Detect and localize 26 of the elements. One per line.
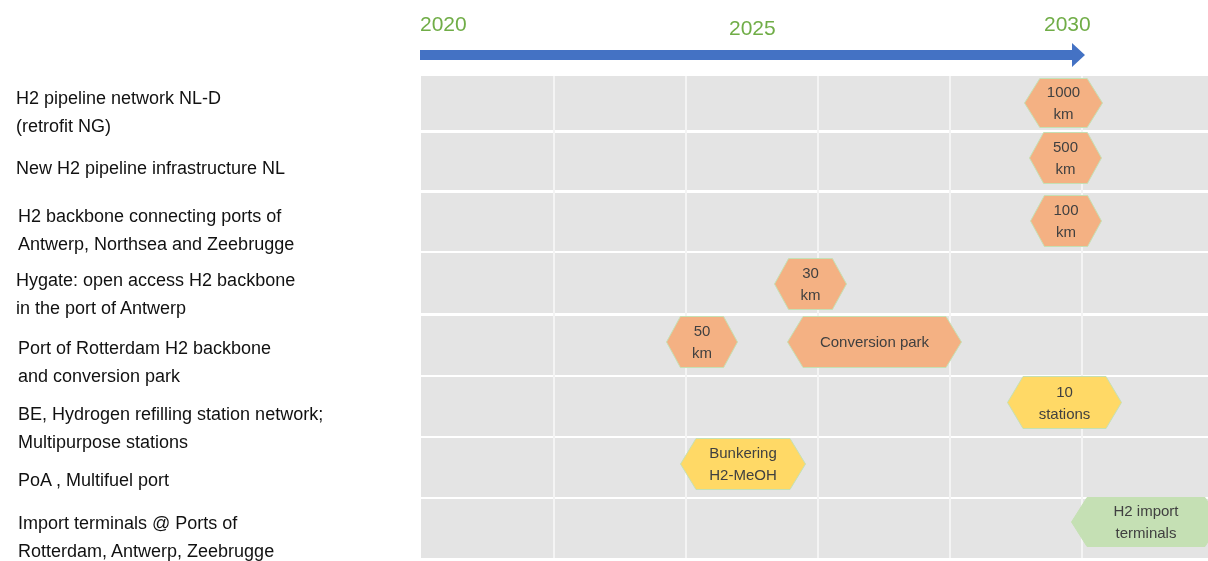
milestone-text: 500 km: [1052, 137, 1079, 179]
row-label: Port of Rotterdam H2 backbone and conversion park: [18, 337, 273, 388]
milestone-text: Conversion park: [818, 332, 931, 352]
row-label: Import terminals @ Ports of Rotterdam, Antwerp, Zeebrugge: [18, 512, 276, 561]
milestone-hexagon: [774, 258, 847, 310]
milestone-text: 100 km: [1052, 200, 1080, 242]
row-label: H2 backbone connecting ports of Antwerp, Northsea and Zeebrugge: [18, 205, 296, 256]
year-label: 2020: [420, 12, 467, 36]
milestone-text: 50 km: [691, 321, 713, 363]
milestone-hexagon: [666, 316, 738, 368]
milestone-hexagon: [1029, 132, 1102, 184]
milestone-hexagon: [1030, 195, 1102, 247]
row-label: PoA , Multifuel port: [18, 469, 171, 492]
row-label: BE, Hydrogen refilling station network; Multipurpose stations: [18, 403, 325, 454]
row-label: Hygate: open access H2 backbone in the port of Antwerp: [16, 269, 296, 320]
row-label: New H2 pipeline infrastructure NL: [16, 157, 287, 180]
year-label: 2030: [1044, 12, 1091, 36]
year-label: 2025: [729, 16, 776, 40]
milestone-text: 10 stations: [1037, 381, 1092, 424]
milestone-text: 30 km: [799, 263, 822, 305]
milestone-text: H2 import terminals: [1112, 501, 1180, 543]
milestone-text: 1000 km: [1045, 82, 1082, 124]
milestone-hexagon: [787, 316, 962, 368]
row-label: H2 pipeline network NL-D (retrofit NG): [16, 87, 223, 138]
milestone-text: Bunkering H2-MeOH: [708, 443, 778, 485]
milestone-hexagon: [1024, 78, 1103, 128]
